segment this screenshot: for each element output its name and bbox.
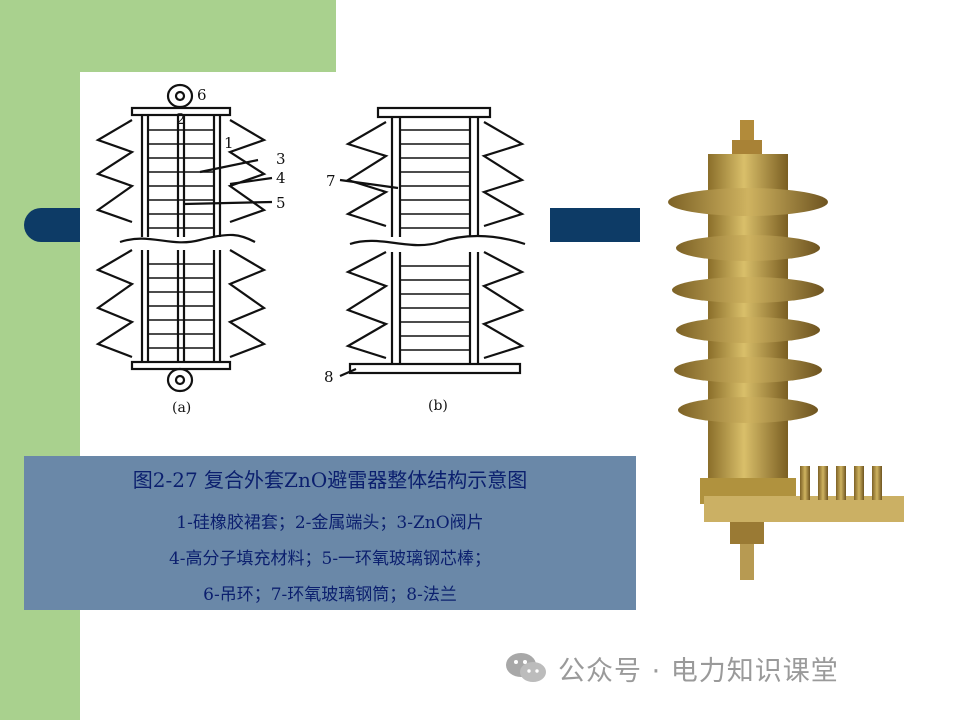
label-b: (b) xyxy=(428,398,448,414)
wechat-icon xyxy=(506,653,546,682)
label-5: 5 xyxy=(276,194,286,212)
label-a: (a) xyxy=(172,400,191,416)
navy-bar-left xyxy=(24,208,80,242)
label-7: 7 xyxy=(326,172,336,190)
caption-line-1: 1-硅橡胶裙套；2-金属端头；3-ZnO阀片 xyxy=(176,513,484,533)
label-1: 1 xyxy=(224,134,234,152)
green-sidebar xyxy=(0,0,80,720)
label-2: 2 xyxy=(176,110,186,128)
caption-line-3: 6-吊环；7-环氧玻璃钢筒；8-法兰 xyxy=(203,585,457,605)
label-8: 8 xyxy=(324,368,334,386)
green-top-band xyxy=(80,0,336,72)
label-4: 4 xyxy=(276,169,286,187)
arrester-photo xyxy=(668,120,904,580)
caption-box: 图2-27 复合外套ZnO避雷器整体结构示意图 1-硅橡胶裙套；2-金属端头；3… xyxy=(24,456,636,610)
navy-bar-middle xyxy=(540,208,640,242)
structure-diagram: 6 2 1 3 4 5 7 8 (a) (b) xyxy=(80,72,550,422)
watermark: 公众号 · 电力知识课堂 xyxy=(504,648,839,688)
caption-line-2: 4-高分子填充材料；5-一环氧玻璃钢芯棒； xyxy=(168,549,492,569)
caption-title: 图2-27 复合外套ZnO避雷器整体结构示意图 xyxy=(132,468,528,492)
label-6: 6 xyxy=(197,86,207,104)
watermark-text: 公众号 · 电力知识课堂 xyxy=(558,655,839,687)
label-3: 3 xyxy=(276,150,286,168)
